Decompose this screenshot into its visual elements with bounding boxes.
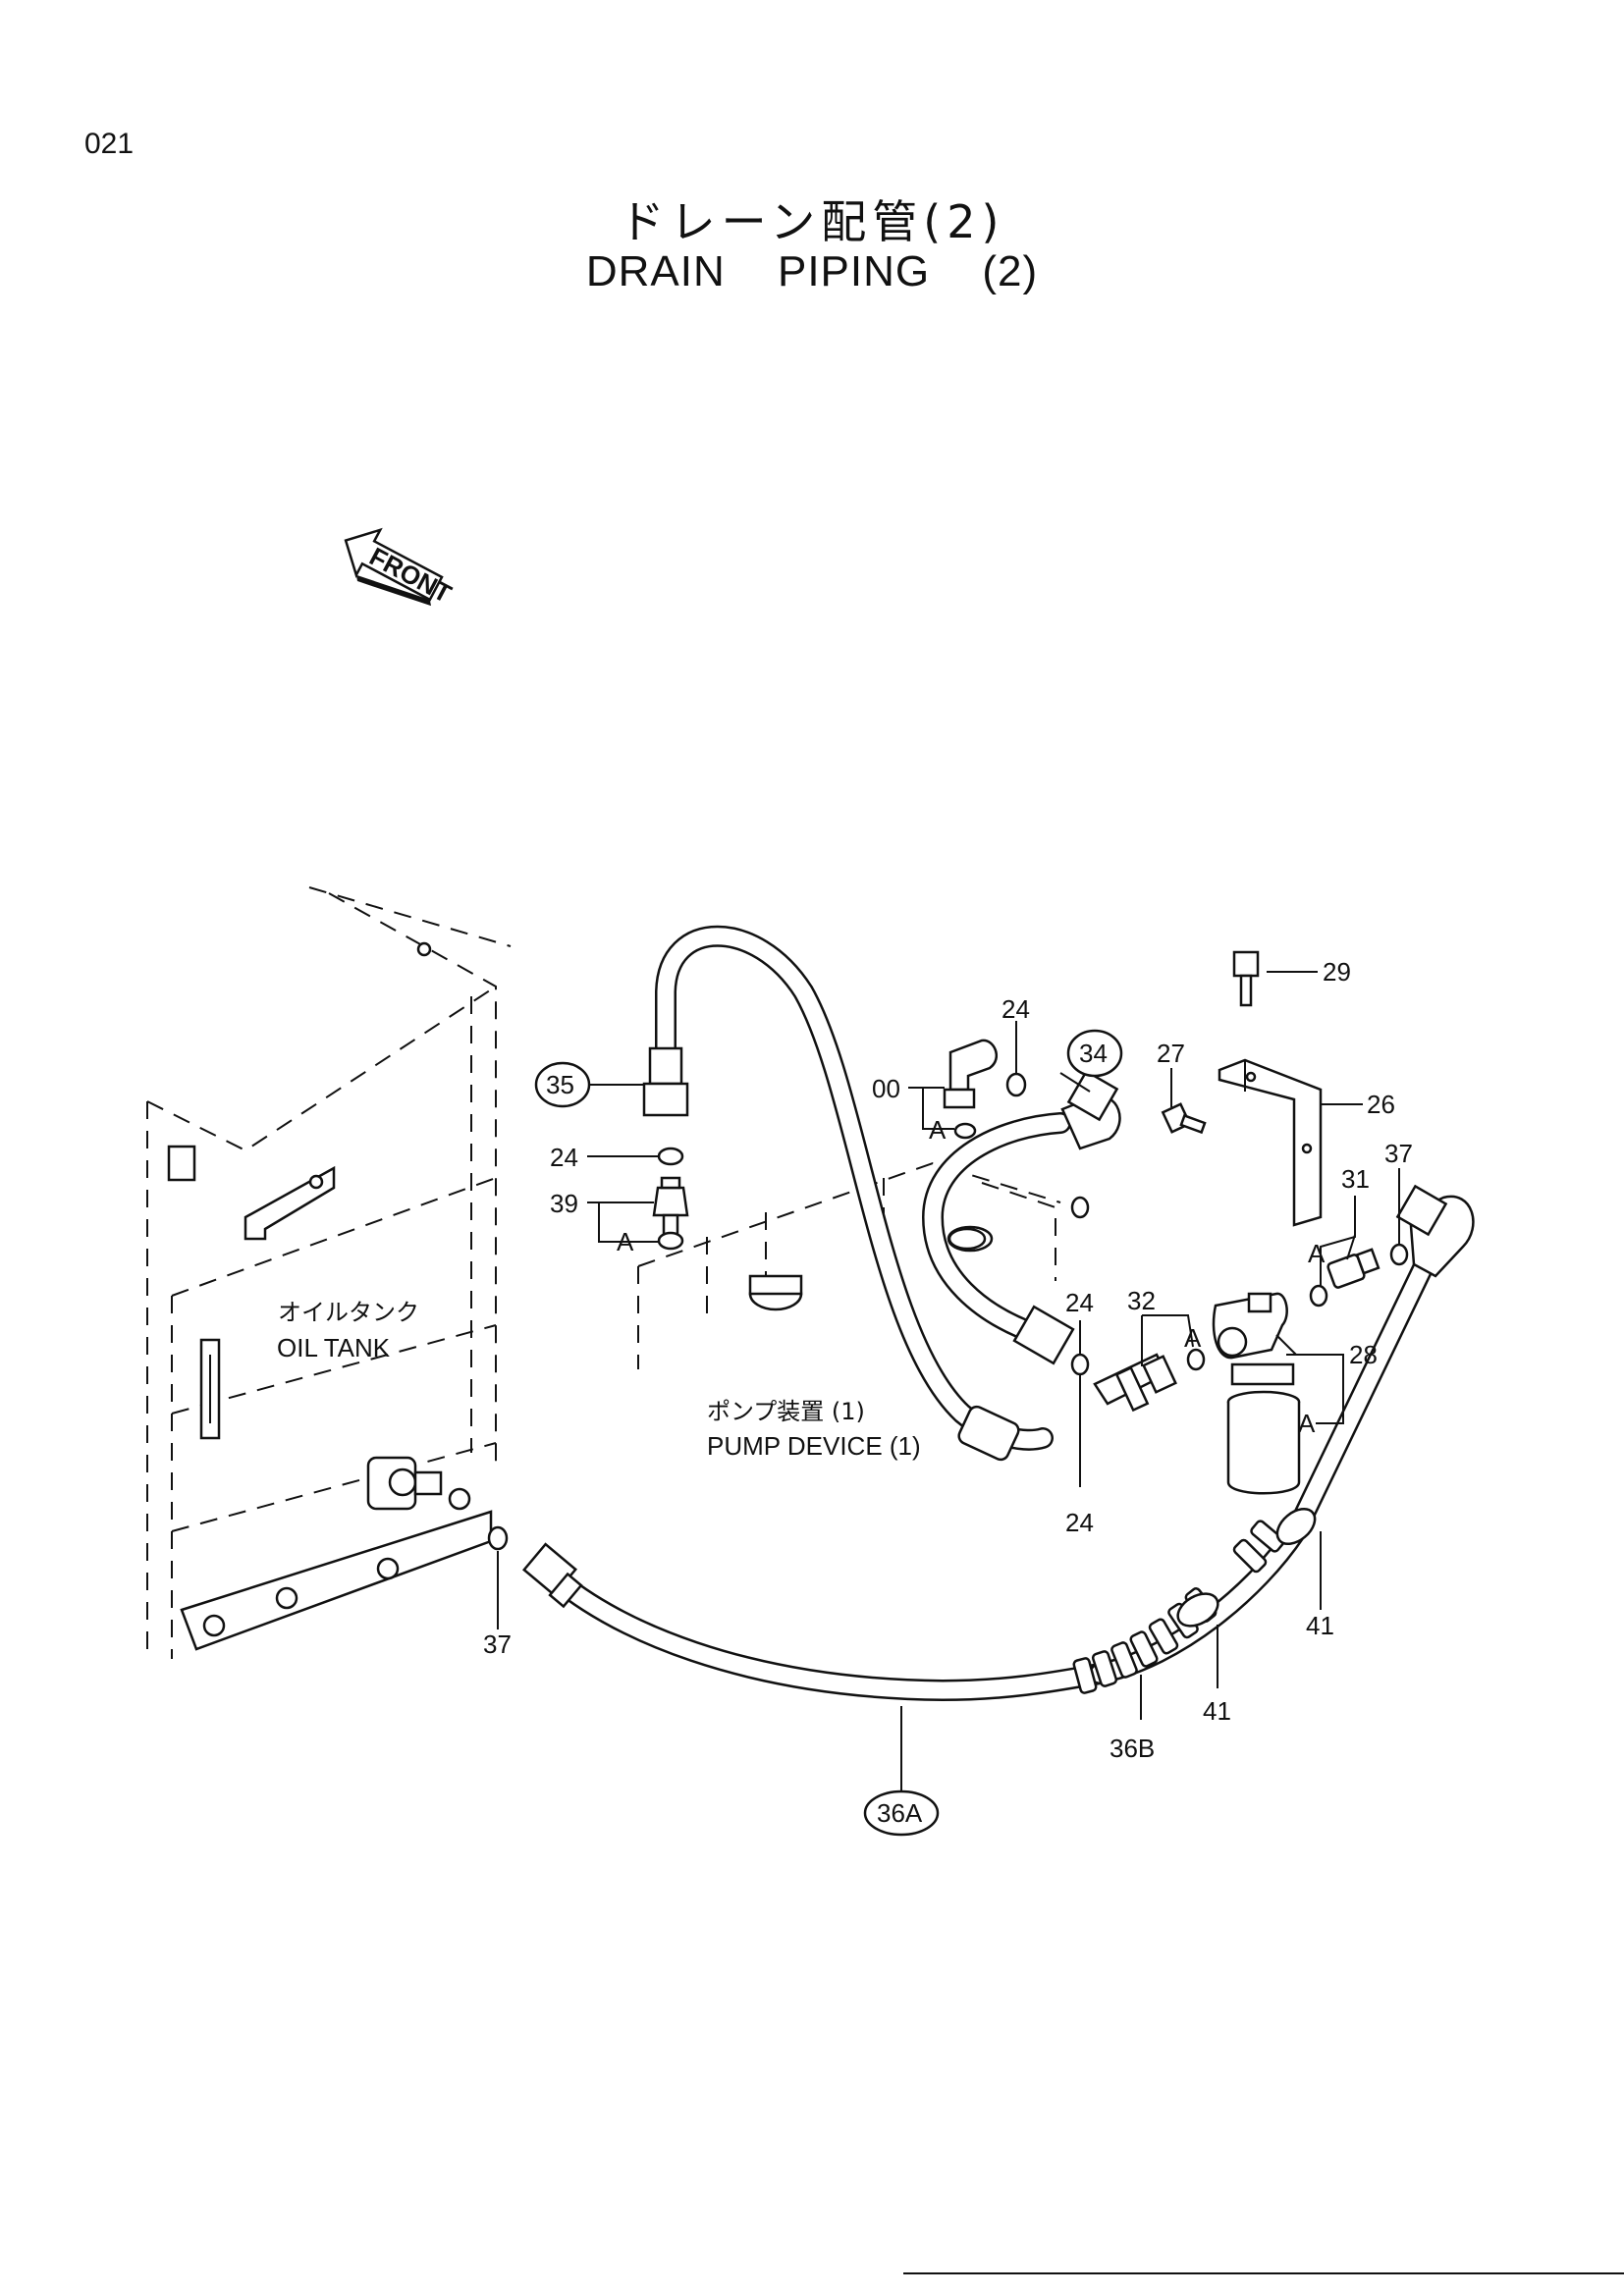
callout-a-3: A <box>1184 1323 1202 1353</box>
oil-tank-label-en: OIL TANK <box>277 1333 391 1362</box>
bolt-27 <box>1161 1102 1207 1135</box>
oil-tank: オイルタンク OIL TANK <box>146 886 512 1659</box>
bolt-29 <box>1232 950 1260 1007</box>
page-number: 021 <box>84 128 135 160</box>
callout-24-a: 24 <box>550 1143 578 1172</box>
filter-28 <box>1212 1292 1301 1495</box>
callout-24-d: 24 <box>1065 1508 1094 1537</box>
callout-27: 27 <box>1157 1039 1185 1068</box>
callout-41-a: 41 <box>1203 1696 1231 1726</box>
callout-36a: 36A <box>877 1798 923 1828</box>
title-english: DRAIN PIPING (2) <box>585 247 1039 295</box>
fitting-24-39 <box>652 1147 689 1251</box>
front-arrow-icon: FRONT <box>344 527 457 609</box>
callout-34: 34 <box>1079 1039 1108 1068</box>
callout-39: 39 <box>550 1189 578 1218</box>
callout-35: 35 <box>546 1070 574 1099</box>
tee-32 <box>1093 1353 1177 1413</box>
bracket-26 <box>1218 1058 1323 1227</box>
callout-a-1: A <box>617 1227 634 1256</box>
oil-tank-label-jp: オイルタンク <box>278 1299 419 1326</box>
callout-26: 26 <box>1367 1090 1395 1119</box>
elbow-00 <box>943 1039 1206 1376</box>
pump-label-jp: ポンプ装置 (1) <box>707 1398 865 1425</box>
callout-circle-35 <box>534 1061 591 1108</box>
hose-35 <box>642 925 1054 1462</box>
callout-37-a: 37 <box>1384 1139 1413 1168</box>
callout-32: 32 <box>1127 1286 1156 1315</box>
callout-00: 00 <box>872 1074 900 1103</box>
callout-24-b: 24 <box>1001 994 1030 1024</box>
callout-labels: 35 24 39 A 00 A 24 34 24 24 32 A 27 29 2… <box>483 957 1413 1837</box>
callout-circle-34 <box>1066 1029 1123 1078</box>
callout-29: 29 <box>1323 957 1351 987</box>
callout-28: 28 <box>1349 1340 1378 1369</box>
callout-circle-36a <box>863 1789 940 1837</box>
pump-device: ポンプ装置 (1) PUMP DEVICE (1) <box>637 1161 1061 1461</box>
callout-36b: 36B <box>1110 1734 1155 1763</box>
callout-a-4: A <box>1308 1239 1326 1268</box>
callout-a-2: A <box>929 1115 947 1145</box>
hose-36 <box>487 1184 1475 1702</box>
callout-a-5: A <box>1298 1409 1316 1438</box>
callout-41-b: 41 <box>1306 1611 1334 1640</box>
leader-lines <box>497 971 1624 2274</box>
hose-34 <box>921 1069 1121 1365</box>
pump-label-en: PUMP DEVICE (1) <box>707 1431 921 1461</box>
fitting-31 <box>1309 1243 1409 1308</box>
title-japanese: ドレーン配管(2) <box>619 195 1005 248</box>
callout-31: 31 <box>1341 1164 1370 1194</box>
callout-24-c: 24 <box>1065 1288 1094 1317</box>
callout-37-b: 37 <box>483 1629 512 1659</box>
